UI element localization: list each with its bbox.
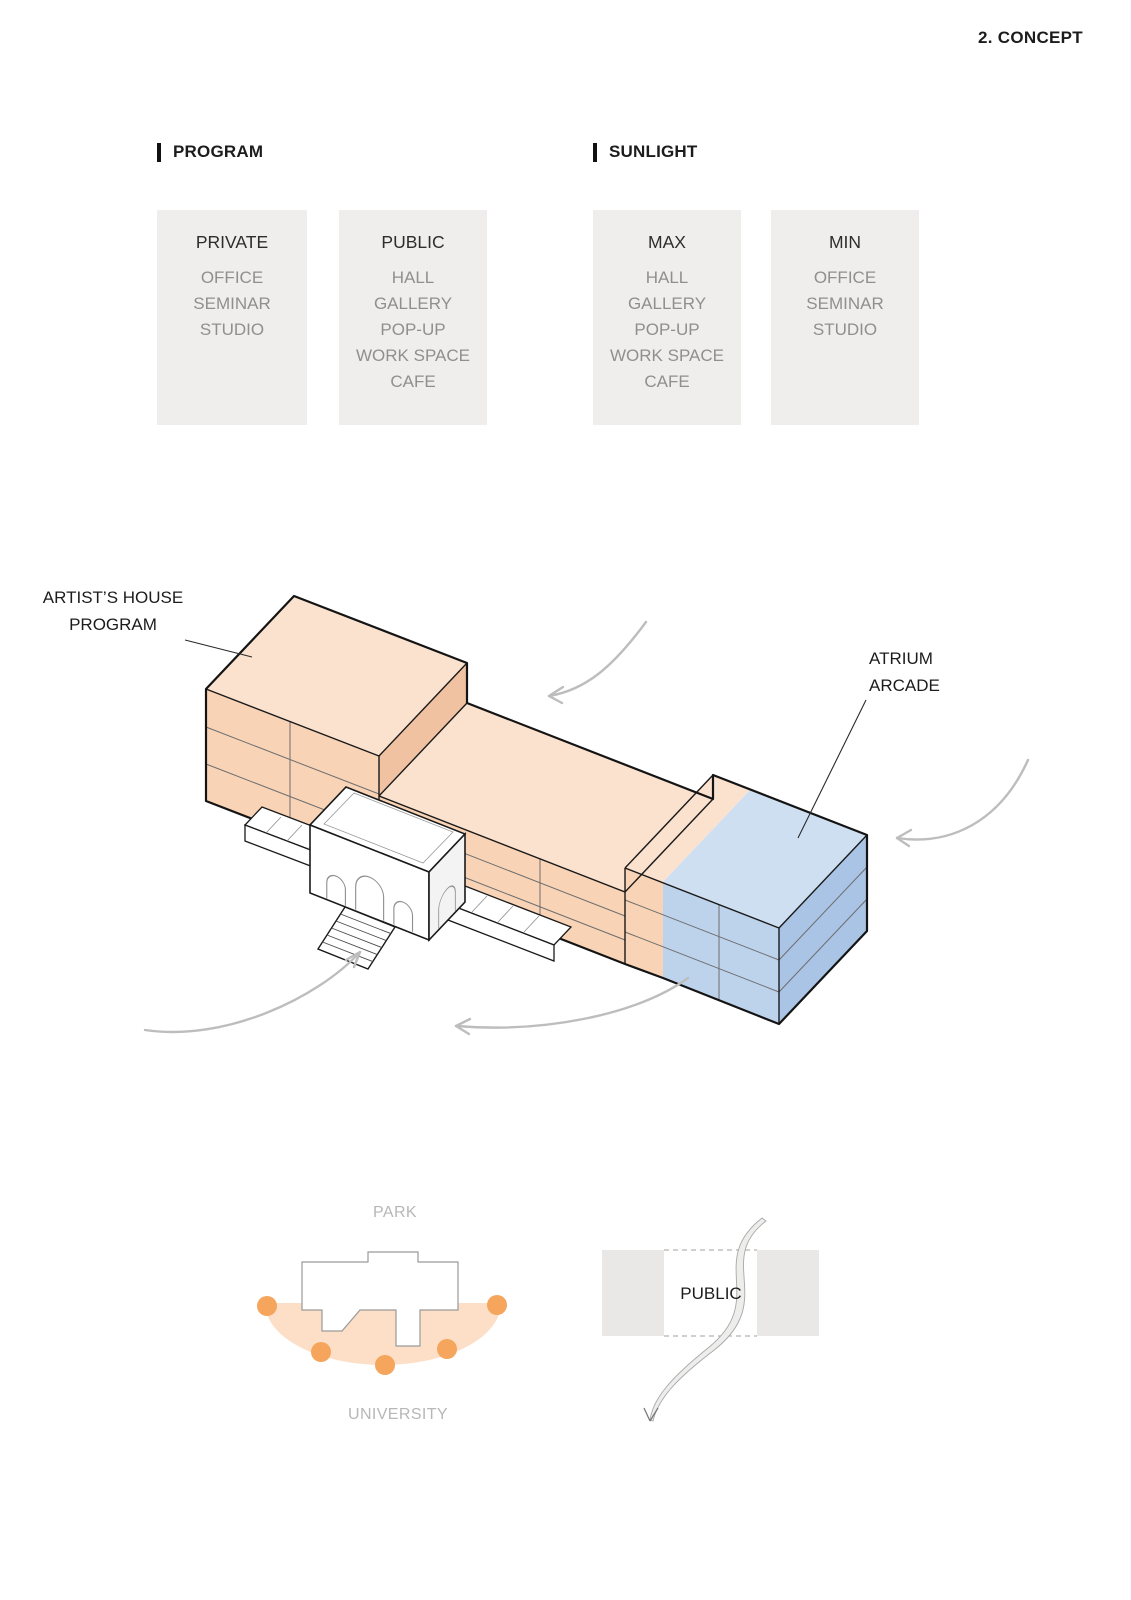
block-right — [757, 1250, 819, 1336]
public-label: PUBLIC — [680, 1284, 742, 1303]
card-title-private: PRIVATE — [195, 232, 269, 252]
card-min: MIN OFFICE SEMINAR STUDIO — [771, 210, 919, 425]
block-left — [602, 1250, 664, 1336]
section-label-program: PROGRAM — [173, 142, 264, 161]
card-item: HALL — [391, 268, 435, 287]
site-diagram — [257, 1251, 507, 1375]
card-item: OFFICE — [813, 268, 877, 287]
card-item: STUDIO — [199, 320, 265, 339]
flow-ribbon — [649, 1217, 767, 1422]
card-item: GALLERY — [373, 294, 453, 313]
entry-point-dots — [257, 1295, 507, 1375]
page-title: 2. CONCEPT — [977, 28, 1083, 47]
section-bar-icon — [593, 142, 597, 162]
atrium-label: ATRIUM ARCADE — [869, 645, 999, 699]
public-flow-diagram — [602, 1217, 819, 1422]
section-label-sunlight: SUNLIGHT — [609, 142, 698, 161]
card-item: STUDIO — [812, 320, 878, 339]
circulation-arrows — [143, 620, 1030, 1036]
card-item: CAFE — [390, 372, 436, 391]
card-max: MAX HALL GALLERY POP-UP WORK SPACE CAFE — [593, 210, 741, 425]
label-pointer-lines — [184, 639, 867, 839]
card-items-min: OFFICE SEMINAR STUDIO — [771, 265, 919, 343]
card-item: WORK SPACE — [610, 346, 724, 365]
entrance-pavilion — [243, 786, 573, 970]
card-item: SEMINAR — [806, 294, 884, 313]
card-item: OFFICE — [200, 268, 264, 287]
card-private: PRIVATE OFFICE SEMINAR STUDIO — [157, 210, 307, 425]
card-public: PUBLIC HALL GALLERY POP-UP WORK SPACE CAFE — [339, 210, 487, 425]
card-title-max: MAX — [648, 232, 686, 252]
building-label: ARTIST’S HOUSE PROGRAM — [28, 584, 198, 638]
massing-edges — [205, 662, 868, 1024]
gap-dashed-lines — [664, 1249, 757, 1337]
card-item: WORK SPACE — [356, 346, 470, 365]
atrium-label-line2: ARCADE — [869, 676, 940, 695]
building-outline — [204, 594, 869, 1026]
card-item: GALLERY — [627, 294, 707, 313]
park-label: PARK — [373, 1204, 417, 1221]
card-title-public: PUBLIC — [381, 232, 445, 252]
card-item: POP-UP — [634, 320, 700, 339]
flow-arrowhead-icon — [643, 1407, 659, 1422]
pavilion-arches — [326, 874, 414, 933]
card-items-private: OFFICE SEMINAR STUDIO — [157, 265, 307, 343]
building-label-line2: PROGRAM — [69, 615, 157, 634]
building-label-line1: ARTIST’S HOUSE — [42, 588, 184, 607]
card-items-max: HALL GALLERY POP-UP WORK SPACE CAFE — [593, 265, 741, 395]
card-item: HALL — [645, 268, 689, 287]
building-footprint-outline — [301, 1251, 459, 1347]
section-header-sunlight: SUNLIGHT — [593, 142, 697, 162]
section-bar-icon — [157, 142, 161, 162]
card-item: SEMINAR — [193, 294, 271, 313]
university-label: UNIVERSITY — [347, 1406, 448, 1423]
card-item: CAFE — [644, 372, 690, 391]
card-items-public: HALL GALLERY POP-UP WORK SPACE CAFE — [339, 265, 487, 395]
card-item: POP-UP — [380, 320, 446, 339]
atrium-label-line1: ATRIUM — [869, 649, 933, 668]
card-title-min: MIN — [828, 232, 862, 252]
section-header-program: PROGRAM — [157, 142, 263, 162]
building-isometric — [204, 594, 869, 1026]
